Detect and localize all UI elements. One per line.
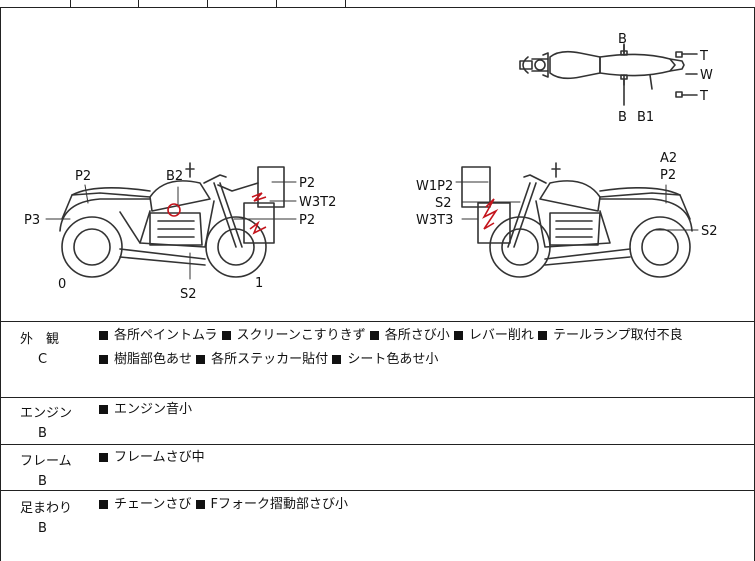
note-item: シート色あせ小 — [332, 352, 438, 367]
section-name: 外 観 — [20, 332, 60, 347]
label-left-w3t2: W3T2 — [299, 195, 336, 210]
header-cell-divider — [138, 0, 139, 7]
label-right-w3t3: W3T3 — [416, 213, 453, 228]
divider — [0, 397, 755, 398]
label-left-p2-screen: P2 — [299, 176, 315, 191]
label-top-b-upper: B — [618, 32, 627, 47]
header-cell-divider — [207, 0, 208, 7]
note-item: レバー削れ — [453, 328, 534, 343]
label-left-1: 1 — [255, 276, 263, 291]
section-notes: フレームさび中 — [99, 446, 749, 470]
section-grade: B — [38, 474, 47, 489]
top-view-motorcycle — [519, 43, 698, 106]
label-left-p2-rear: P2 — [75, 169, 91, 184]
section-frame: フレーム B フレームさび中 — [0, 450, 755, 490]
note-item: 各所ペイントムラ — [99, 328, 217, 343]
section-notes: エンジン音小 — [99, 398, 749, 422]
section-name: エンジン — [20, 406, 73, 421]
right-side-motorcycle — [461, 162, 693, 278]
header-cell-divider — [70, 0, 71, 7]
section-name: 足まわり — [20, 501, 73, 516]
square-bullet-icon — [453, 330, 463, 340]
square-bullet-icon — [538, 330, 548, 340]
label-top-b1: B1 — [637, 110, 654, 125]
label-left-b2: B2 — [166, 169, 183, 184]
motorcycle-diagram: B B B1 T W T P2 P3 B2 P2 W3T2 P2 0 S2 1 … — [24, 32, 718, 302]
section-grade: C — [38, 352, 48, 367]
section-notes: 各所ペイントムラ スクリーンこすりきず 各所さび小 レバー削れ テールランプ取付… — [99, 324, 749, 372]
square-bullet-icon — [99, 404, 108, 414]
note-item: スクリーンこすりきず — [221, 328, 366, 343]
note-item: 各所ステッカー貼付 — [196, 352, 328, 367]
header-cell-divider — [345, 0, 346, 7]
note-item: テールランプ取付不良 — [538, 328, 683, 343]
square-bullet-icon — [196, 354, 206, 364]
label-left-p2-front: P2 — [299, 213, 315, 228]
divider — [0, 444, 755, 445]
label-right-p2: P2 — [660, 168, 676, 183]
label-left-0: 0 — [58, 277, 66, 292]
square-bullet-icon — [332, 354, 342, 364]
label-left-s2: S2 — [180, 287, 197, 302]
label-top-t-upper: T — [699, 49, 708, 64]
label-right-s2-side: S2 — [701, 224, 718, 239]
section-exterior: 外 観 C 各所ペイントムラ スクリーンこすりきず 各所さび小 レバー削れ テー… — [0, 328, 755, 398]
section-notes: チェーンさび Fフォーク摺動部さび小 — [99, 493, 749, 517]
label-left-p3: P3 — [24, 213, 40, 228]
square-bullet-icon — [195, 499, 205, 509]
square-bullet-icon — [99, 330, 108, 340]
note-item: フレームさび中 — [99, 450, 205, 465]
square-bullet-icon — [99, 499, 108, 509]
square-bullet-icon — [99, 354, 108, 364]
square-bullet-icon — [99, 452, 108, 462]
note-item: 樹脂部色あせ — [99, 352, 192, 367]
diagram-labels: B B B1 T W T P2 P3 B2 P2 W3T2 P2 0 S2 1 … — [24, 32, 718, 302]
section-suspension: 足まわり B チェーンさび Fフォーク摺動部さび小 — [0, 497, 755, 557]
note-item: Fフォーク摺動部さび小 — [195, 497, 348, 512]
left-side-motorcycle — [59, 162, 285, 278]
header-cell-divider — [276, 0, 277, 7]
label-right-s2-upper: S2 — [435, 196, 452, 211]
divider — [0, 7, 755, 8]
label-right-w1p2: W1P2 — [416, 179, 453, 194]
square-bullet-icon — [369, 330, 379, 340]
label-top-t-lower: T — [699, 89, 708, 104]
section-engine: エンジン B エンジン音小 — [0, 402, 755, 444]
note-item: 各所さび小 — [369, 328, 450, 343]
label-top-b-lower: B — [618, 110, 627, 125]
divider — [0, 321, 755, 322]
section-grade: B — [38, 426, 47, 441]
square-bullet-icon — [221, 330, 231, 340]
damage-marks — [167, 192, 499, 235]
note-item: チェーンさび — [99, 497, 191, 512]
divider — [0, 490, 755, 491]
label-right-a2: A2 — [660, 151, 677, 166]
left-border — [0, 7, 1, 561]
section-grade: B — [38, 521, 47, 536]
damage-diagram: B B B1 T W T P2 P3 B2 P2 W3T2 P2 0 S2 1 … — [0, 7, 755, 321]
leader-lines — [45, 181, 699, 280]
label-top-w: W — [700, 68, 713, 83]
note-item: エンジン音小 — [99, 402, 192, 417]
section-name: フレーム — [20, 454, 72, 469]
